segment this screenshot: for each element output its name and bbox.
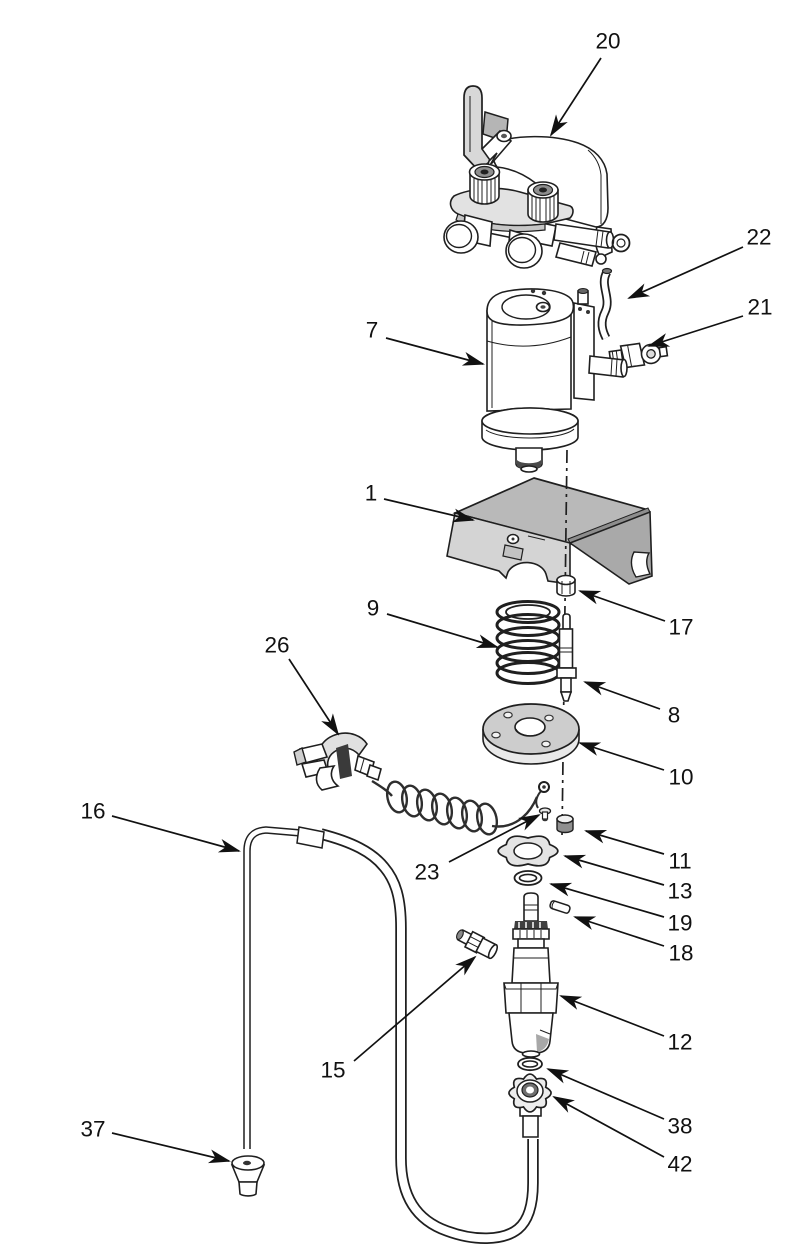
part-11-nut-drawing xyxy=(556,814,574,834)
leader-line-23 xyxy=(448,814,541,863)
part-number-label-19: 19 xyxy=(667,911,692,936)
callout-16: 16 xyxy=(80,799,241,853)
part-22-tube-drawing xyxy=(597,267,613,341)
part-number-label-23: 23 xyxy=(414,860,439,885)
callout-21: 21 xyxy=(647,295,773,347)
callout-22: 22 xyxy=(627,225,772,299)
leader-line-20 xyxy=(549,57,602,137)
leader-line-16 xyxy=(111,815,241,853)
callout-18: 18 xyxy=(573,916,694,966)
callout-12: 12 xyxy=(559,995,693,1055)
callout-20: 20 xyxy=(549,29,621,137)
leader-line-12 xyxy=(559,995,665,1037)
part-7-pump-cylinder-drawing xyxy=(481,287,628,473)
part-number-label-9: 9 xyxy=(367,596,380,621)
callout-38: 38 xyxy=(546,1068,693,1139)
callout-10: 10 xyxy=(578,742,694,790)
leader-line-13 xyxy=(563,854,665,886)
part-number-label-17: 17 xyxy=(668,615,693,640)
leader-line-38 xyxy=(546,1068,665,1120)
part-number-label-13: 13 xyxy=(667,879,692,904)
part-37-strainer-drawing xyxy=(230,1155,266,1197)
leader-line-22 xyxy=(627,246,744,299)
part-16-suction-tube-drawing xyxy=(243,826,539,1244)
callout-42: 42 xyxy=(552,1096,693,1177)
part-number-label-42: 42 xyxy=(667,1152,692,1177)
leader-line-11 xyxy=(584,829,665,855)
part-number-label-1: 1 xyxy=(365,481,378,506)
callout-26: 26 xyxy=(264,633,340,736)
part-8-rod-drawing xyxy=(556,613,577,702)
coiled-cord xyxy=(385,780,539,836)
callout-8: 8 xyxy=(583,681,681,728)
leader-line-18 xyxy=(573,916,665,947)
callouts-layer: 20 22 21 7 1 17 9 8 26 10 16 11 23 13 19 18 15 12 37 38 42 xyxy=(80,29,772,1177)
leader-line-1 xyxy=(383,498,475,523)
part-number-label-38: 38 xyxy=(667,1114,692,1139)
leader-line-8 xyxy=(583,681,661,710)
hose-ferrule xyxy=(296,826,325,849)
part-23-electrode-drawing xyxy=(535,781,552,822)
callout-11: 11 xyxy=(584,829,692,874)
part-15-fitting-drawing xyxy=(456,929,499,960)
callout-37: 37 xyxy=(80,1117,231,1164)
leader-line-21 xyxy=(647,315,744,347)
part-number-label-11: 11 xyxy=(668,849,691,874)
leader-line-42 xyxy=(552,1096,665,1158)
leader-line-7 xyxy=(385,337,485,366)
part-13-lock-washer-drawing xyxy=(497,835,559,867)
part-19-o-ring-drawing xyxy=(513,870,543,886)
callout-19: 19 xyxy=(549,882,693,936)
part-number-label-22: 22 xyxy=(746,225,771,250)
callout-7: 7 xyxy=(366,318,485,366)
part-20-valve-assembly-drawing xyxy=(443,85,631,269)
part-number-label-18: 18 xyxy=(668,941,693,966)
part-18-pin-drawing xyxy=(549,900,571,914)
leader-line-37 xyxy=(111,1132,231,1164)
part-number-label-15: 15 xyxy=(320,1058,345,1083)
part-10-flange-disc-drawing xyxy=(482,703,580,765)
part-12-valve-drawing xyxy=(503,892,559,1058)
callout-1: 1 xyxy=(365,481,475,523)
part-1-bracket-drawing xyxy=(446,477,653,585)
leader-line-10 xyxy=(578,742,665,771)
leader-line-9 xyxy=(386,613,499,648)
part-number-label-20: 20 xyxy=(595,29,620,54)
part-number-label-10: 10 xyxy=(668,765,693,790)
callout-17: 17 xyxy=(578,590,694,640)
part-number-label-8: 8 xyxy=(668,703,681,728)
part-number-label-26: 26 xyxy=(264,633,289,658)
part-number-label-21: 21 xyxy=(747,295,772,320)
part-number-label-16: 16 xyxy=(80,799,105,824)
leader-line-17 xyxy=(578,590,666,622)
part-38-o-ring-drawing xyxy=(517,1056,543,1072)
part-number-label-12: 12 xyxy=(667,1030,692,1055)
leader-line-19 xyxy=(549,882,665,918)
callout-13: 13 xyxy=(563,854,693,904)
callout-15: 15 xyxy=(320,955,477,1083)
callout-23: 23 xyxy=(414,814,541,885)
part-17-nut-drawing xyxy=(556,574,576,597)
part-21-fitting-drawing xyxy=(608,342,669,369)
part-number-label-7: 7 xyxy=(366,318,379,343)
leader-line-15 xyxy=(353,955,477,1062)
part-42-swivel-nut-drawing xyxy=(508,1073,552,1138)
part-number-label-37: 37 xyxy=(80,1117,105,1142)
part-26-clamp-drawing xyxy=(293,732,539,836)
leader-line-26 xyxy=(288,658,340,736)
callout-9: 9 xyxy=(367,596,499,648)
